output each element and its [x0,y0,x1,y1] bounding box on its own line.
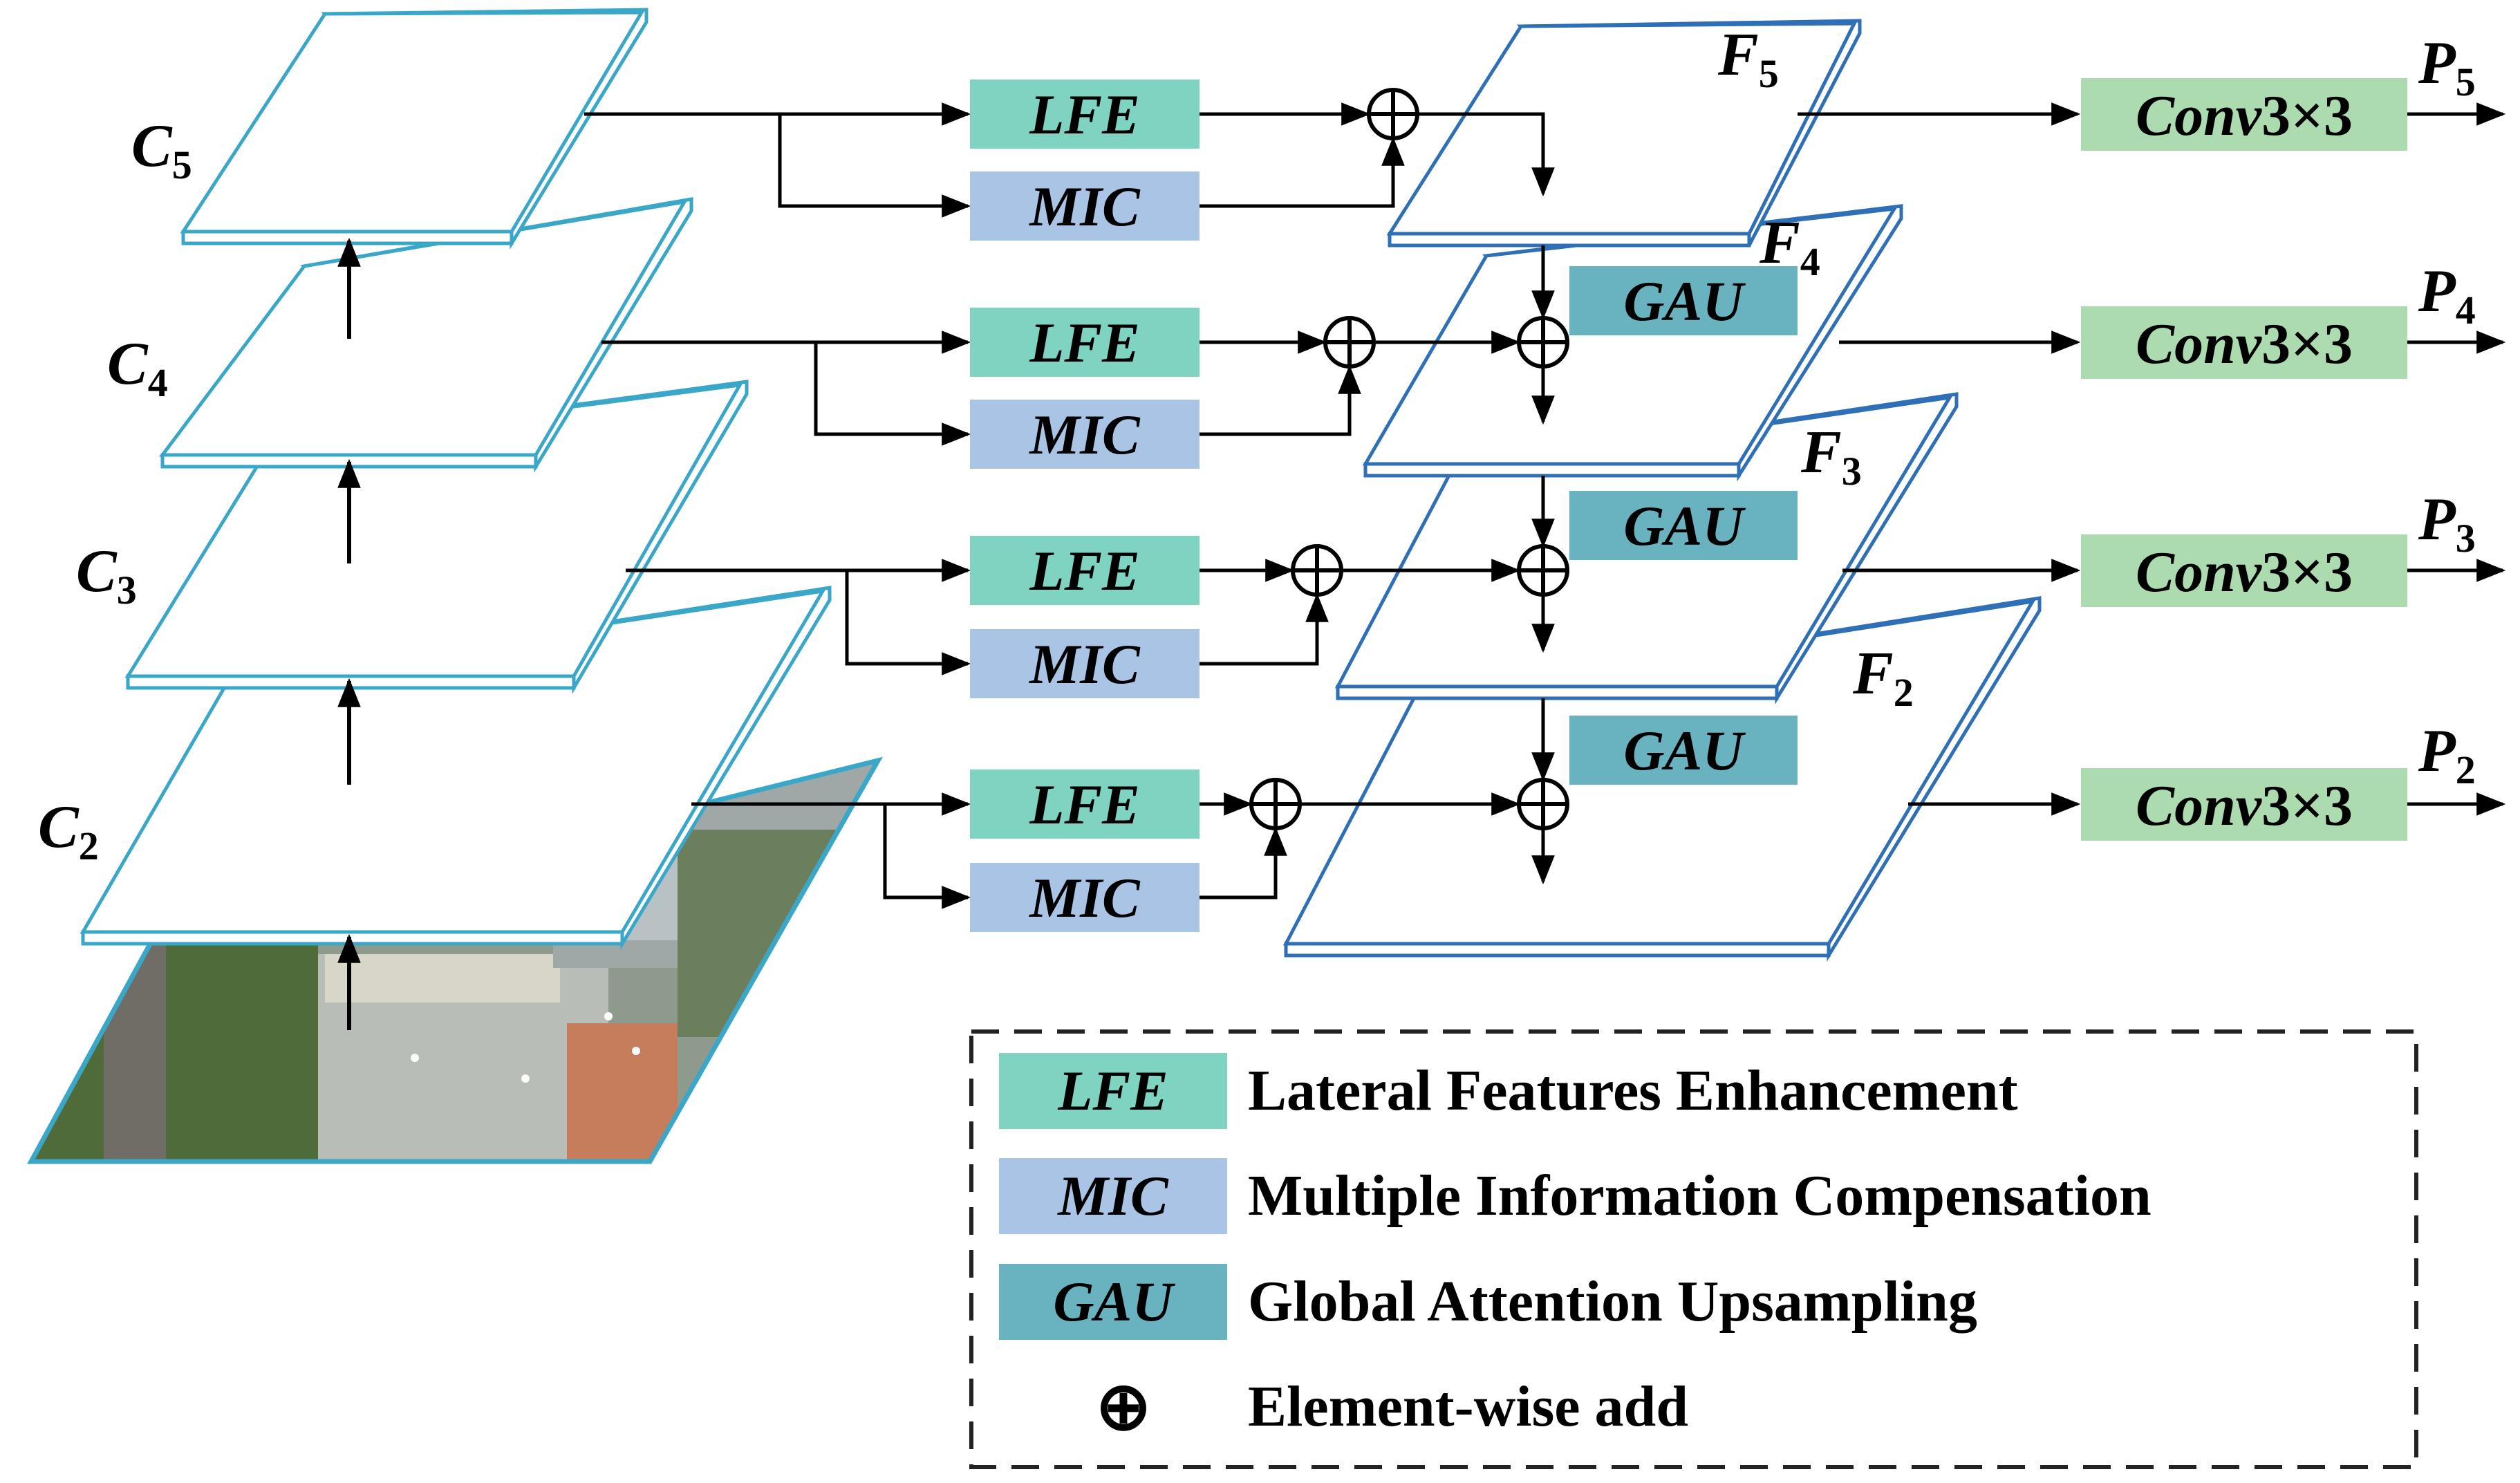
mic-label: MIC [1028,866,1141,929]
gau-label: GAU [1623,494,1746,557]
gau-label: GAU [1623,719,1746,782]
c4-label: C4 [107,330,168,405]
add-icon [1517,316,1569,369]
conv-box [2081,768,2407,841]
p3-label: P3 [2418,486,2476,561]
p5-label: P5 [2418,30,2476,104]
legend-gau-swatch [999,1264,1227,1340]
add-icon [1517,778,1569,830]
layer-c5 [180,8,648,250]
backbone-layers [80,8,832,950]
lfe-box [970,308,1200,377]
lfe-box [970,536,1200,605]
add-icon [1249,778,1302,830]
lfe-label: LFE [1029,539,1139,602]
lfe-box [970,770,1200,839]
c2-label: C2 [38,794,99,868]
add-icon [1291,544,1343,597]
legend-add-text: Element-wise add [1248,1374,1688,1439]
p4-label: P4 [2418,258,2476,333]
f2-label: F2 [1852,640,1914,715]
legend-mic-text: Multiple Information Compensation [1248,1164,2152,1228]
gau-box [1569,266,1798,335]
legend: LFE Lateral Features Enhancement MIC Mul… [969,1029,2418,1469]
layer-f5 [1386,19,1862,248]
c5-label: C5 [131,113,192,187]
add-nodes [1249,88,1569,830]
layer-labels: C5 C4 C3 C2 F5 F4 F3 F2 P5 P4 P3 P2 [38,21,2476,868]
lfe-label: LFE [1029,83,1139,146]
mic-label: MIC [1028,403,1141,466]
conv-box [2081,306,2407,379]
lfe-label: LFE [1029,773,1139,836]
f4-label: F4 [1759,209,1820,284]
mic-box [970,629,1200,698]
mic-label: MIC [1028,633,1141,696]
gau-label: GAU [1623,270,1746,333]
mic-box [970,863,1200,932]
module-labels: LFE LFE LFE LFE MIC MIC MIC MIC GAU GAU … [1028,83,1746,929]
f5-label: F5 [1717,21,1779,96]
add-icon [1323,316,1376,369]
legend-lfe-swatch [999,1053,1227,1129]
module-boxes [970,78,2407,932]
feature-layers [1282,19,2042,962]
conv-labels: Conv3×3 Conv3×3 Conv3×3 Conv3×3 [2136,84,2353,838]
legend-lfe-key: LFE [1057,1059,1168,1122]
add-icon [1517,544,1569,597]
mic-box [970,171,1200,241]
mic-label: MIC [1028,175,1141,238]
legend-gau-key: GAU [1053,1270,1175,1333]
mic-box [970,400,1200,469]
add-icon [1367,88,1419,140]
gau-box [1569,716,1798,785]
conv-box [2081,534,2407,607]
layer-c4 [158,197,693,473]
conv-label: Conv3×3 [2136,84,2353,148]
legend-mic-swatch [999,1158,1227,1234]
conv-box [2081,78,2407,151]
conv-label: Conv3×3 [2136,774,2353,838]
lfe-label: LFE [1029,311,1139,374]
legend-mic-key: MIC [1056,1164,1169,1227]
connectors [584,102,2506,909]
f3-label: F3 [1800,419,1862,494]
conv-label: Conv3×3 [2136,312,2353,376]
gau-box [1569,491,1798,560]
legend-gau-text: Global Attention Upsampling [1248,1269,1977,1334]
c3-label: C3 [76,538,137,613]
legend-add-key: ⊕ [1096,1370,1151,1444]
lfe-box [970,80,1200,149]
p2-label: P2 [2418,718,2476,792]
legend-lfe-text: Lateral Features Enhancement [1248,1058,2018,1123]
conv-label: Conv3×3 [2136,540,2353,604]
